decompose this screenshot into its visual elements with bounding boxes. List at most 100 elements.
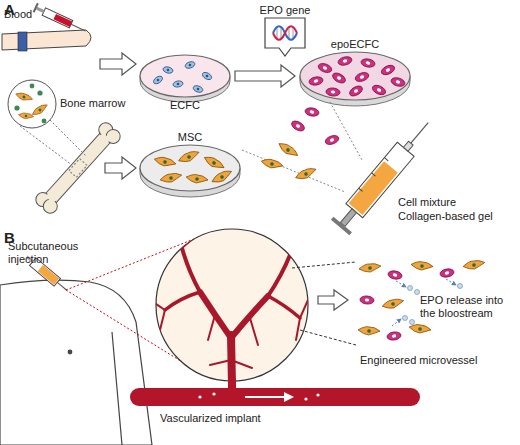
implant-inset [150,236,308,368]
leader-line [50,120,86,156]
blood-syringe [53,14,72,27]
bone-marrow-inset [42,119,47,124]
blood-syringe [33,3,39,13]
bone-marrow-inset [8,80,56,128]
loose-cells [260,157,283,171]
epoecfc-dish [331,71,347,85]
microvessel-cells [381,298,404,311]
hollow-arrow [318,290,348,310]
dish-rim [300,52,410,100]
ecfc-dish [184,60,195,69]
node-label: epoECFC [331,38,379,51]
msc-dish [210,169,233,186]
microvessel-cells [359,263,382,273]
node-label: MSC [178,131,202,144]
msc-dish [140,145,240,197]
msc-dish [185,173,208,185]
process-arrow [235,65,295,87]
leader-line [300,330,356,345]
msc-dish [177,149,200,164]
petri-dish: epoECFC [300,52,410,100]
epo-molecule [403,316,408,321]
process-label: EPO release into the bloostream [420,294,516,320]
microvessel-cells [463,259,486,270]
release-arrow [396,281,406,287]
source-label: Bone marrow [60,97,125,110]
loose-cells [294,166,317,181]
epoecfc-dish [300,52,410,100]
blood-vessel [304,397,307,400]
arm [2,30,91,51]
petri-dish: MSC [140,145,240,191]
gene-tag [265,18,305,56]
epoecfc-dish [390,76,406,87]
microvessel-cells [358,326,381,336]
bone-marrow-inset [30,84,35,89]
blood-vessel [130,388,420,406]
epoecfc-dish [354,71,370,83]
ecfc-dish [140,55,230,102]
bone-marrow-inset [18,112,34,120]
body-outline [112,332,122,445]
tag-outline [265,18,305,56]
microvessel-cells [439,268,454,278]
node-outline [140,55,230,97]
blood-syringe [71,24,86,31]
implant-inset [231,296,268,338]
hollow-arrow [105,157,136,179]
bone [69,159,87,178]
release-arrow [446,279,456,285]
cell-syringe [340,209,356,227]
gene-tag [277,28,278,38]
node-outline [140,145,240,191]
ecfc-dish [162,66,173,74]
structure-label: Vascularized implant [160,412,261,425]
source-label: Blood [4,8,32,21]
bone-marrow-inset [15,91,34,103]
gene-tag [293,28,294,38]
loose-cells [260,107,340,182]
epoecfc-dish [326,87,341,96]
leader-line [292,262,356,345]
blood-vessel [198,395,201,398]
microvessel-cells [411,260,434,271]
bone-marrow-inset [37,90,42,95]
epoecfc-dish [380,63,396,76]
arm [2,30,91,50]
gene-tag [289,27,290,39]
blood-syringe [42,8,73,28]
injection-syringe [38,265,59,285]
microvessel-cells [360,295,375,304]
epoecfc-dish [371,83,387,96]
blood-syringe [36,7,45,13]
ecfc-dish [152,75,164,86]
body-outline [0,280,152,445]
cell-syringe [384,158,388,161]
injection-syringe [57,282,66,290]
gene-tag: EPO gene [265,18,305,56]
epoecfc-dish [300,52,410,106]
loose-cells [304,107,319,117]
epo-molecule [408,286,413,291]
implant-inset [150,229,308,385]
implant-inset [165,292,200,310]
msc-dish [153,155,176,169]
node-label: EPO gene [260,4,311,17]
microvessel-cells [387,270,402,280]
body-outline [0,280,152,445]
node-outline [300,52,410,100]
release-arrow [392,319,401,326]
cell-syringe [372,173,376,176]
epoecfc-dish [317,62,333,74]
node-label: ECFC [170,99,200,112]
bone-marrow-inset [31,103,50,117]
loose-cells [277,140,300,159]
epo-molecule [458,284,463,289]
cell-syringe [411,123,428,144]
msc-dish [140,145,240,191]
blood-vessel [212,392,215,395]
